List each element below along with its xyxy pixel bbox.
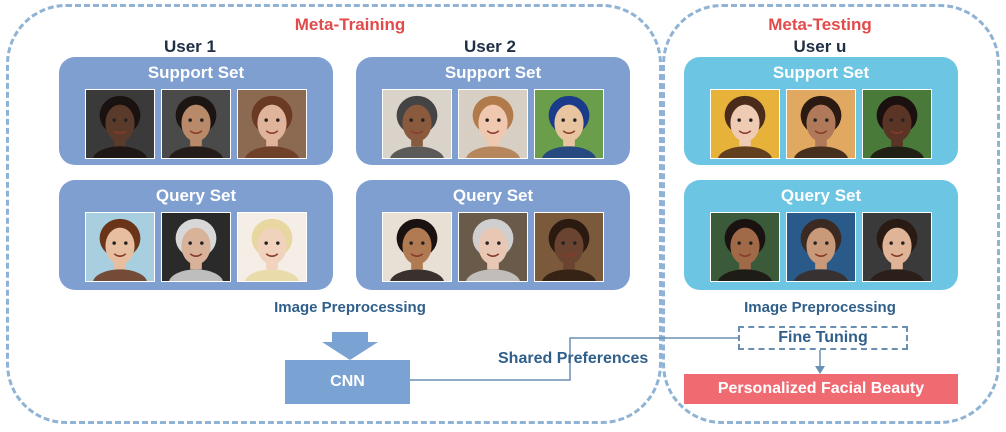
face-portrait-icon <box>161 89 231 159</box>
user-u-query-set: Query Set <box>684 180 958 290</box>
face-portrait-icon <box>534 89 604 159</box>
face-portrait-icon <box>237 89 307 159</box>
face-portrait-icon <box>85 212 155 282</box>
face-portrait-icon <box>786 212 856 282</box>
query-set-label: Query Set <box>155 186 237 205</box>
user-2-label: User 2 <box>464 37 516 56</box>
face-portrait-icon <box>862 212 932 282</box>
face-row <box>356 89 630 159</box>
face-portrait-icon <box>458 89 528 159</box>
face-portrait-icon <box>786 89 856 159</box>
shared-preferences-connector <box>410 337 738 381</box>
query-set-label: Query Set <box>780 186 862 205</box>
face-portrait-icon <box>161 212 231 282</box>
support-set-label: Support Set <box>772 63 870 82</box>
face-portrait-icon <box>710 212 780 282</box>
face-row <box>59 89 333 159</box>
meta-testing-title: Meta-Testing <box>768 15 872 34</box>
meta-testing-preprocessing-label: Image Preprocessing <box>744 299 896 316</box>
face-row <box>59 212 333 282</box>
finetune-to-output-arrowhead <box>815 366 825 374</box>
face-portrait-icon <box>458 212 528 282</box>
face-portrait-icon <box>710 89 780 159</box>
meta-training-preprocessing-label: Image Preprocessing <box>274 299 426 316</box>
user-u-support-set: Support Set <box>684 57 958 165</box>
support-set-label: Support Set <box>444 63 542 82</box>
user-2-support-set: Support Set <box>356 57 630 165</box>
user-1-query-set: Query Set <box>59 180 333 290</box>
face-row <box>684 89 958 159</box>
user-2-query-set: Query Set <box>356 180 630 290</box>
face-portrait-icon <box>862 89 932 159</box>
shared-preferences-label: Shared Preferences <box>498 350 649 367</box>
face-row <box>356 212 630 282</box>
cnn-block: CNN <box>285 360 410 404</box>
face-portrait-icon <box>85 89 155 159</box>
face-portrait-icon <box>382 89 452 159</box>
down-arrow <box>322 332 378 360</box>
user-1-label: User 1 <box>164 37 216 56</box>
personalized-facial-beauty-box: Personalized Facial Beauty <box>684 374 958 404</box>
face-row <box>684 212 958 282</box>
face-portrait-icon <box>382 212 452 282</box>
face-portrait-icon <box>237 212 307 282</box>
support-set-label: Support Set <box>147 63 245 82</box>
face-portrait-icon <box>534 212 604 282</box>
query-set-label: Query Set <box>452 186 534 205</box>
meta-training-title: Meta-Training <box>294 15 406 34</box>
meta-testing-region <box>662 4 1000 424</box>
meta-training-region <box>6 4 662 424</box>
user-1-support-set: Support Set <box>59 57 333 165</box>
fine-tuning-box: Fine Tuning <box>738 326 908 350</box>
user-u-label: User u <box>793 37 847 56</box>
